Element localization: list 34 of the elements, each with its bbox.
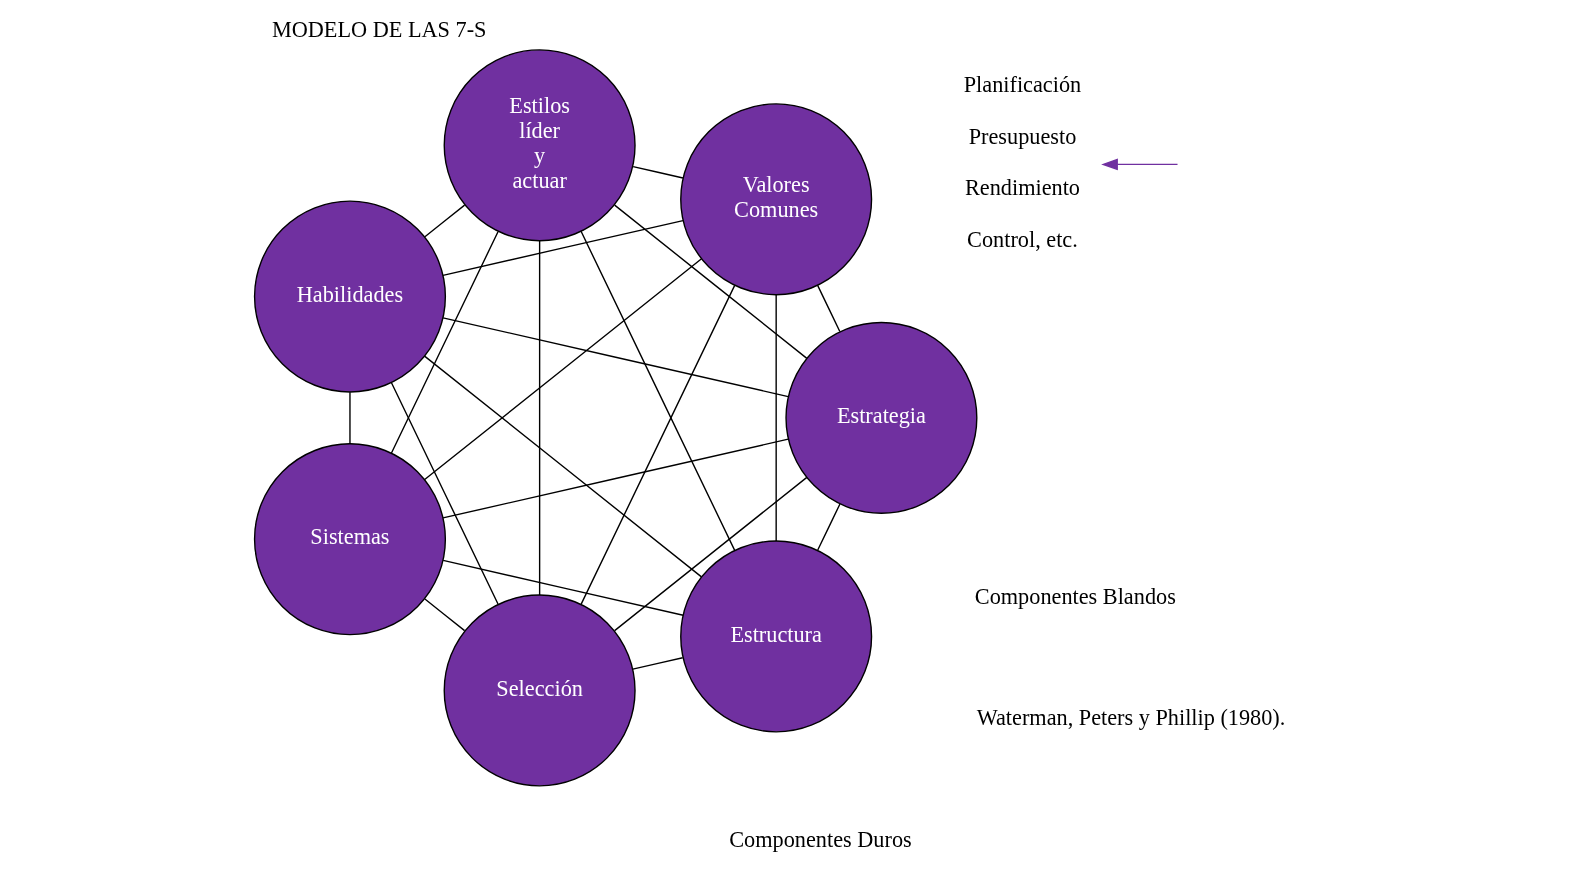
- node-text: Planificación Presupuesto Rendimiento Control, etc.: [963, 72, 1082, 252]
- connector: [775, 294, 777, 542]
- connector: [613, 476, 808, 632]
- label: Waterman, Peters y Phillip (1980).: [976, 705, 1286, 731]
- connector: [816, 284, 841, 333]
- connector: [390, 381, 499, 605]
- connector: [423, 355, 703, 578]
- connector: [424, 258, 703, 481]
- connector: [632, 657, 684, 670]
- node-circle: Valores Comunes: [680, 103, 873, 296]
- connector: [390, 231, 499, 454]
- connector: [442, 559, 684, 616]
- label: Componentes Duros: [729, 826, 912, 852]
- connector: [613, 204, 808, 360]
- connector: [349, 391, 351, 444]
- diagram-title: MODELO DE LAS 7-S: [271, 17, 487, 43]
- label: Componentes Blandos: [974, 584, 1176, 610]
- connector: [580, 284, 736, 606]
- node-circle: Estrategia: [785, 321, 978, 514]
- connector: [632, 165, 684, 179]
- connector: [580, 230, 736, 552]
- node-circle: Sistemas: [253, 443, 447, 636]
- arrow: [1101, 158, 1179, 171]
- node-circle: Selección: [443, 594, 636, 787]
- connector: [424, 204, 466, 238]
- node-circle: Estilos líder y actuar: [443, 49, 636, 242]
- connector: [442, 317, 789, 398]
- node-circle: Estructura: [680, 540, 873, 733]
- node-circle: Habilidades: [253, 200, 447, 393]
- connector: [538, 240, 541, 596]
- connector: [817, 503, 841, 551]
- connector: [442, 219, 684, 277]
- connector: [424, 598, 466, 632]
- connector: [442, 438, 789, 519]
